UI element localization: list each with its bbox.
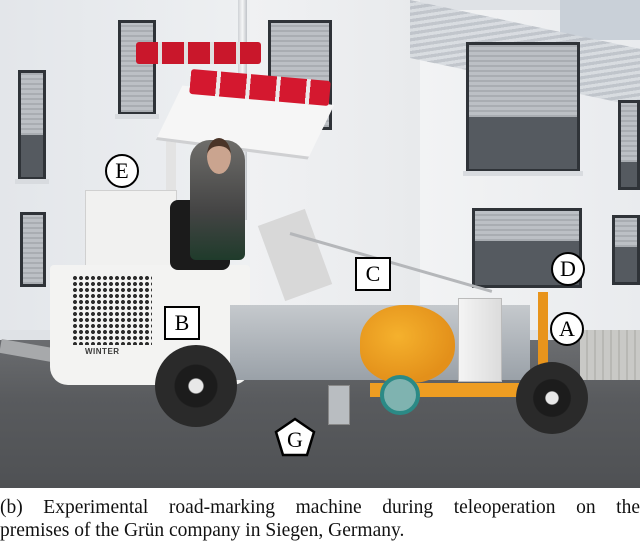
- marker-a: A: [550, 312, 584, 346]
- caption-line-2: premises of the Grün company in Siegen, …: [0, 520, 405, 541]
- marker-e: E: [105, 154, 139, 188]
- equipment-box: [458, 298, 502, 382]
- marker-c: C: [355, 257, 391, 291]
- front-mount: [538, 292, 548, 372]
- machine-photo: WINTER A B C D E G: [0, 0, 640, 488]
- marker-label: A: [559, 316, 575, 341]
- paint-tank: [360, 305, 455, 383]
- brand-label: WINTER: [85, 347, 120, 356]
- marker-label: G: [287, 427, 303, 452]
- marker-g: G: [274, 417, 316, 457]
- cab-box: [85, 190, 177, 272]
- window: [15, 70, 49, 184]
- marker-label: C: [365, 261, 381, 286]
- rear-wheel: [155, 345, 237, 427]
- window: [618, 100, 640, 190]
- marker-label: B: [174, 310, 190, 335]
- window: [20, 212, 46, 287]
- fence: [580, 330, 640, 380]
- operator-head: [207, 138, 231, 174]
- window: [115, 20, 159, 119]
- marker-d: D: [551, 252, 585, 286]
- caption-line-1: (b) Experimental road-marking machine du…: [0, 497, 640, 518]
- pentagon-icon: [274, 417, 316, 457]
- marker-label: E: [115, 158, 129, 183]
- marker-b: B: [164, 306, 200, 340]
- sky: [560, 0, 640, 40]
- window: [472, 208, 582, 288]
- marking-disc: [380, 375, 420, 415]
- ventilation-grille: [72, 275, 152, 345]
- front-wheel: [516, 362, 588, 434]
- marker-label: D: [560, 256, 576, 281]
- window: [612, 215, 640, 285]
- spray-nozzle: [328, 385, 350, 425]
- window: [463, 42, 583, 176]
- figure-caption: (b) Experimental road-marking machine du…: [0, 496, 640, 542]
- warning-lightbar: [136, 42, 261, 64]
